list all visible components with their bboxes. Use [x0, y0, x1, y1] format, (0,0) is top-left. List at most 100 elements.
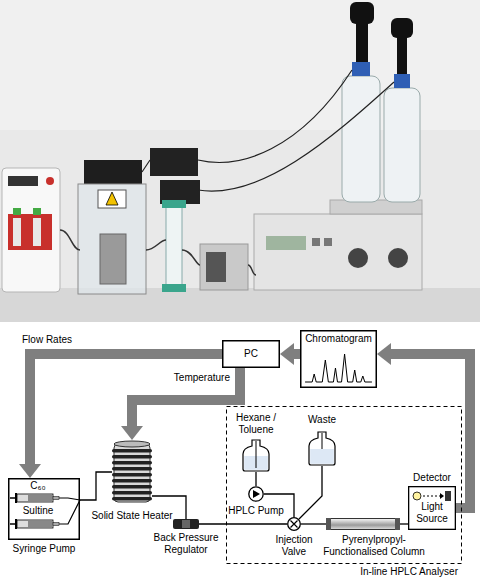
syringe-barrel — [33, 218, 41, 246]
tubing — [60, 230, 256, 275]
bottle-tube — [256, 441, 257, 468]
bottle-tube — [322, 433, 323, 449]
column-end — [326, 518, 331, 530]
chromatogram-trace — [305, 354, 372, 382]
hplc-column: Pyrenylpropyl-Functionalised Column — [318, 518, 430, 560]
edge-label-slot: Flow Rates — [22, 334, 102, 346]
heater-coil — [112, 461, 152, 465]
bottle-outline — [243, 440, 269, 471]
syringe-liquid — [28, 521, 52, 527]
node-label: PC — [244, 348, 258, 360]
node-label: C₆₀ — [30, 480, 45, 492]
syringe-tip — [53, 497, 59, 500]
text-slot: Waste — [300, 414, 344, 426]
syringe-tube — [59, 500, 80, 524]
bottle-liquid — [310, 449, 334, 464]
node-label: Syringe Pump — [13, 543, 76, 555]
warning-triangle — [106, 192, 118, 205]
syringe-plunger — [33, 208, 41, 215]
valve-cross — [291, 521, 298, 528]
bottle-outline — [309, 432, 335, 465]
text-slot: In-line HPLC Analyser — [226, 566, 458, 578]
tubing-line — [301, 523, 326, 524]
node-label: Back Pressure Regulator — [146, 532, 226, 556]
bottle-cap — [394, 74, 410, 88]
text-slot: Sultine — [8, 505, 68, 517]
waste-bottle: Waste — [300, 414, 344, 466]
syringe-barrel — [13, 218, 21, 246]
hplc-pump: HPLC Pump — [226, 486, 286, 518]
tubing-line — [255, 472, 256, 486]
edge-label-slot: Temperature — [150, 372, 230, 384]
column-shape — [326, 518, 400, 530]
text-slot: HPLC Pump — [226, 505, 286, 517]
column-cap — [162, 284, 186, 292]
hplc-display — [266, 236, 306, 250]
valve-circle — [288, 518, 301, 531]
heater-coil — [112, 467, 152, 471]
stirrer-motor — [391, 18, 413, 38]
box-outline — [223, 341, 280, 368]
heater-top — [114, 441, 150, 447]
stirrer-motor — [350, 2, 374, 24]
tubing-line — [299, 466, 322, 519]
injection-valve: Injection Valve — [271, 517, 317, 559]
box-outline — [301, 331, 377, 388]
control-box — [150, 148, 198, 176]
computer-box: PC — [222, 340, 280, 368]
light-beam — [423, 496, 440, 497]
hplc-button — [312, 238, 320, 246]
beam-head — [440, 493, 444, 499]
text-slot: Detector — [402, 472, 462, 484]
node-label: HPLC Pump — [228, 505, 284, 517]
pump-button — [46, 177, 54, 185]
heater-coil — [112, 449, 152, 453]
dashed-outline — [227, 407, 462, 564]
bottle-cap — [352, 62, 370, 76]
bottle-shape — [308, 432, 336, 466]
node-label: Injection Valve — [271, 534, 317, 558]
edge-label: Temperature — [174, 372, 230, 384]
text-slot: Back Pressure Regulator — [146, 532, 226, 556]
hplc-analyser-region: In-line HPLC AnalyserHexane / TolueneWas… — [226, 406, 462, 564]
heater-coil — [112, 455, 152, 459]
signal-arrow — [132, 368, 240, 426]
heater-controller — [84, 160, 142, 184]
syringe-barrel — [17, 494, 53, 502]
syringe-barrel — [17, 520, 53, 528]
heater-block — [100, 234, 126, 284]
pump-head — [206, 252, 226, 282]
text-slot: Syringe Pump — [4, 543, 84, 555]
lab-photo — [0, 0, 480, 322]
valve-shape — [287, 517, 301, 531]
photo-backdrop — [0, 0, 480, 322]
edge-label: Flow Rates — [22, 334, 72, 346]
pump-outline — [9, 479, 80, 540]
pump-triangle — [253, 490, 260, 498]
node-label: Light Source — [408, 501, 456, 525]
solvent-bottle — [384, 88, 420, 202]
bench-top — [0, 288, 480, 322]
heater-coil — [112, 485, 152, 489]
node-label: Detector — [413, 472, 451, 484]
column-end — [395, 518, 400, 530]
detector-cell — [445, 491, 451, 501]
detector-outline — [409, 487, 456, 530]
glass-column — [166, 206, 182, 288]
solid-state-heater: Solid State Heater — [88, 440, 180, 524]
text-slot: C₆₀ — [8, 480, 68, 492]
hplc-pump-head — [348, 248, 368, 268]
heater-enclosure — [78, 184, 146, 294]
tubing-line — [80, 472, 112, 500]
signal-arrow — [294, 349, 300, 359]
syringe-pump-body — [2, 168, 60, 292]
node-label: Sultine — [23, 505, 54, 517]
regulator-body — [173, 519, 199, 529]
node-label: In-line HPLC Analyser — [360, 566, 458, 578]
syringe-pump: C₆₀ SultineSyringe Pump — [8, 478, 80, 556]
detector: DetectorLight Source — [408, 470, 456, 530]
regulator-band — [182, 520, 190, 528]
column-body — [327, 519, 400, 530]
